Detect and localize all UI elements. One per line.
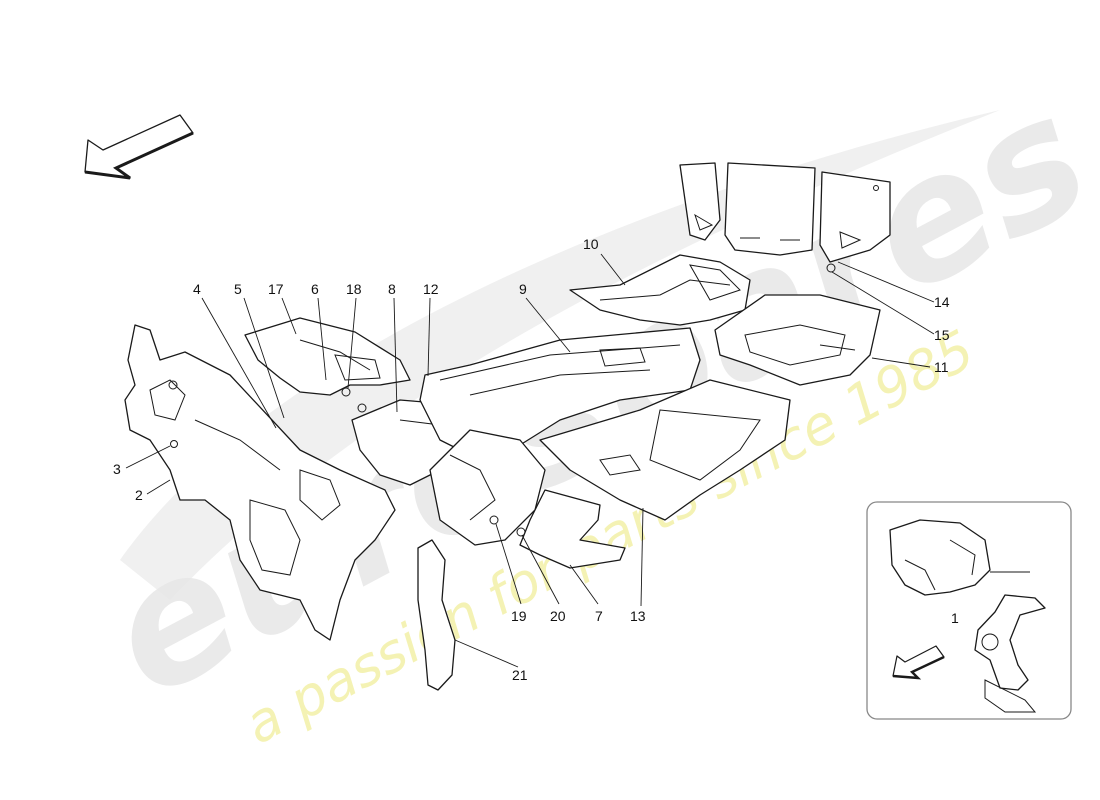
callout-8: 8 (388, 281, 396, 297)
direction-arrow-icon (84, 114, 194, 180)
callout-labels: 4 5 17 6 18 8 12 9 10 14 15 11 3 2 19 20… (113, 236, 959, 683)
callout-15: 15 (934, 327, 950, 343)
inset-pedal-box-insulation (889, 519, 1030, 596)
part-footwell-panel (417, 539, 456, 691)
callout-10: 10 (583, 236, 599, 252)
callout-18: 18 (346, 281, 362, 297)
callout-20: 20 (550, 608, 566, 624)
part-rear-seatback-insulation (679, 162, 891, 273)
leader-lines (125, 253, 956, 668)
callout-17: 17 (268, 281, 284, 297)
callout-13: 13 (630, 608, 646, 624)
callout-1: 1 (951, 610, 959, 626)
callout-9: 9 (519, 281, 527, 297)
part-rear-right-floor (714, 294, 881, 386)
part-upper-tunnel-insulation (244, 317, 411, 397)
callout-12: 12 (423, 281, 439, 297)
inset-direction-arrow-icon (892, 645, 945, 680)
watermark-swoosh (120, 110, 1000, 600)
inset-detail-box (866, 501, 1072, 720)
part-front-floor-carpet (539, 379, 791, 521)
callout-14: 14 (934, 294, 950, 310)
part-firewall-insulation (124, 324, 396, 641)
callout-19: 19 (511, 608, 527, 624)
callout-21: 21 (512, 667, 528, 683)
callout-7: 7 (595, 608, 603, 624)
callout-5: 5 (234, 281, 242, 297)
callout-6: 6 (311, 281, 319, 297)
callout-11: 11 (934, 359, 949, 375)
callout-4: 4 (193, 281, 201, 297)
inset-pedal-assembly (974, 594, 1046, 713)
callout-3: 3 (113, 461, 121, 477)
callout-2: 2 (135, 487, 143, 503)
